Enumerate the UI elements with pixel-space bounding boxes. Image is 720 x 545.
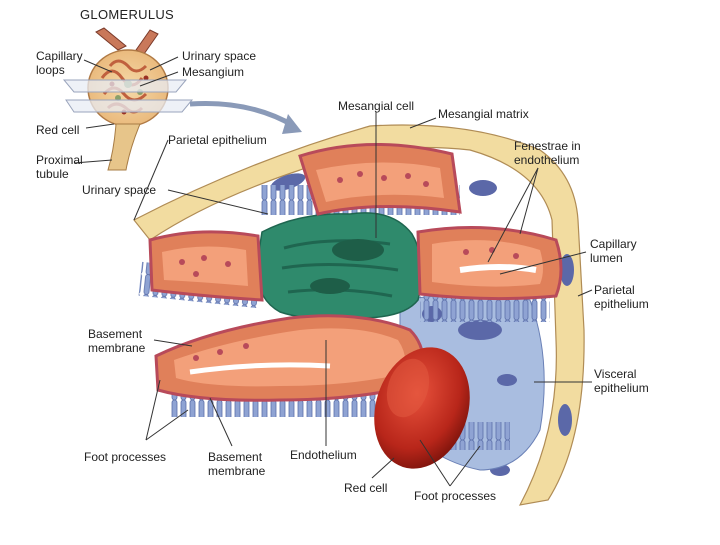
glomerulus-section <box>133 124 585 506</box>
label-urinary-space-inset: Urinary space <box>182 49 257 63</box>
label-visceral-epithelium-line1: Visceral <box>594 367 637 381</box>
label-basement-membrane-bottom-line2: membrane <box>208 464 266 478</box>
label-capillary-lumen-line2: lumen <box>590 251 623 265</box>
leader-lines <box>73 56 593 487</box>
inset-cut-plane <box>62 79 188 93</box>
label-parietal-epithelium-right-line1: Parietal <box>594 283 635 297</box>
inset-proximal-tubule <box>107 123 141 171</box>
label-basement-membrane-left-line1: Basement <box>88 327 143 341</box>
label-mesangial-matrix: Mesangial matrix <box>438 107 529 121</box>
label-fenestrae-line1: Fenestrae in <box>514 139 581 153</box>
label-parietal-epithelium-right-line2: epithelium <box>594 297 649 311</box>
label-foot-processes-left: Foot processes <box>84 450 167 464</box>
label-capillary-loops-line1: Capillary <box>36 49 83 63</box>
capillary-lumen <box>459 264 537 273</box>
label-capillary-loops-line2: loops <box>36 63 65 77</box>
label-capillary-lumen-line1: Capillary <box>590 237 637 251</box>
zoom-arrow <box>189 101 296 129</box>
label-proximal-tubule-line2: tubule <box>36 167 69 181</box>
label-basement-membrane-bottom-line1: Basement <box>208 450 263 464</box>
label-endothelium: Endothelium <box>290 448 357 462</box>
label-mesangium: Mesangium <box>182 65 245 79</box>
glomerulus-inset <box>62 27 302 171</box>
label-basement-membrane-left-line2: membrane <box>88 341 146 355</box>
label-red-cell-bottom: Red cell <box>344 481 388 495</box>
label-visceral-epithelium-line2: epithelium <box>594 381 649 395</box>
label-fenestrae-line2: endothelium <box>514 153 580 167</box>
label-urinary-space-main: Urinary space <box>82 183 157 197</box>
mesangial-cell-nucleus <box>332 239 384 261</box>
label-parietal-epithelium-top: Parietal epithelium <box>168 133 267 147</box>
label-proximal-tubule-line1: Proximal <box>36 153 83 167</box>
label-red-cell-inset: Red cell <box>36 123 80 137</box>
diagram-title: GLOMERULUS <box>80 7 175 22</box>
label-mesangial-cell: Mesangial cell <box>338 99 415 113</box>
label-foot-processes-bottom: Foot processes <box>414 489 497 503</box>
